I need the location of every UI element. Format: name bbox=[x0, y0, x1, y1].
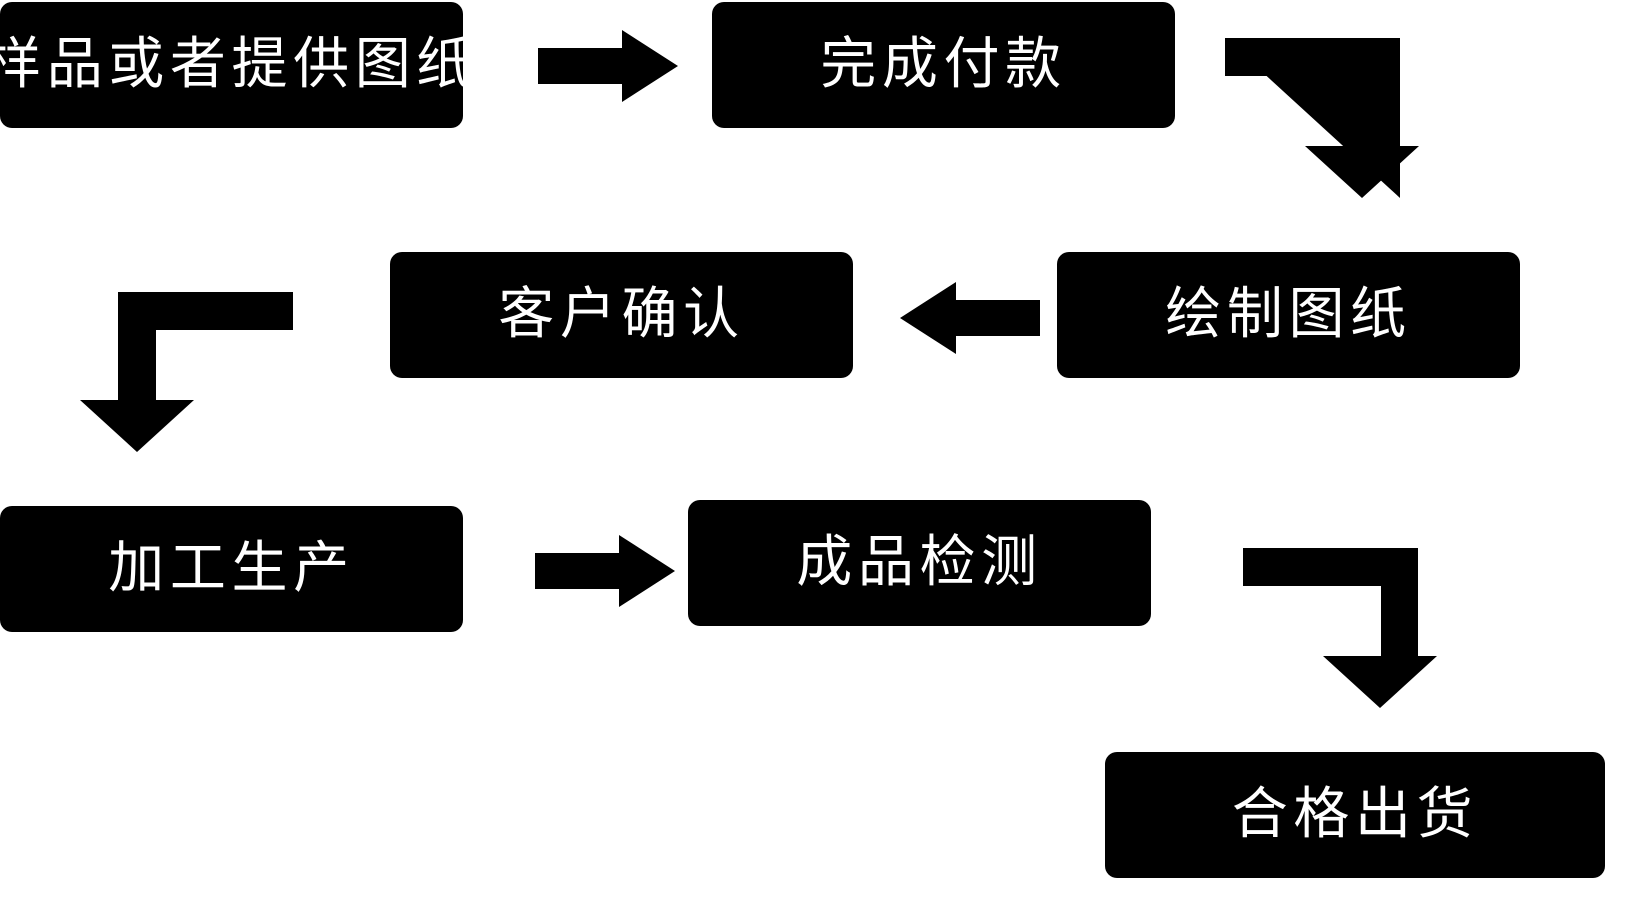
flow-node-qualified-shipment[interactable]: 合格出货 bbox=[1105, 752, 1605, 878]
arrow-left-icon bbox=[900, 282, 1040, 354]
flow-node-complete-payment[interactable]: 完成付款 bbox=[712, 2, 1175, 128]
flow-node-sample-drawing[interactable]: 样品或者提供图纸 bbox=[0, 2, 472, 128]
flow-node-label: 加工生产 bbox=[108, 536, 355, 602]
flow-node-label: 客户确认 bbox=[498, 282, 745, 348]
flow-node-draw-drawing[interactable]: 绘制图纸 bbox=[1057, 252, 1520, 378]
arrow-right-icon bbox=[538, 30, 678, 102]
flow-node-label: 样品或者提供图纸 bbox=[0, 32, 478, 98]
flow-node-finished-inspection[interactable]: 成品检测 bbox=[688, 500, 1151, 626]
flow-node-customer-confirm[interactable]: 客户确认 bbox=[390, 252, 853, 378]
flow-node-label: 绘制图纸 bbox=[1165, 282, 1412, 348]
flow-node-label: 合格出货 bbox=[1231, 782, 1479, 848]
flow-node-label: 完成付款 bbox=[820, 32, 1067, 98]
elbow-arrow-left-down-icon bbox=[80, 292, 293, 452]
flow-node-production[interactable]: 加工生产 bbox=[0, 506, 463, 632]
flow-node-label: 成品检测 bbox=[796, 530, 1043, 596]
elbow-arrow-right-down-icon bbox=[1225, 38, 1419, 198]
arrow-right-icon bbox=[535, 535, 675, 607]
elbow-arrow-right-down-icon bbox=[1243, 548, 1437, 708]
